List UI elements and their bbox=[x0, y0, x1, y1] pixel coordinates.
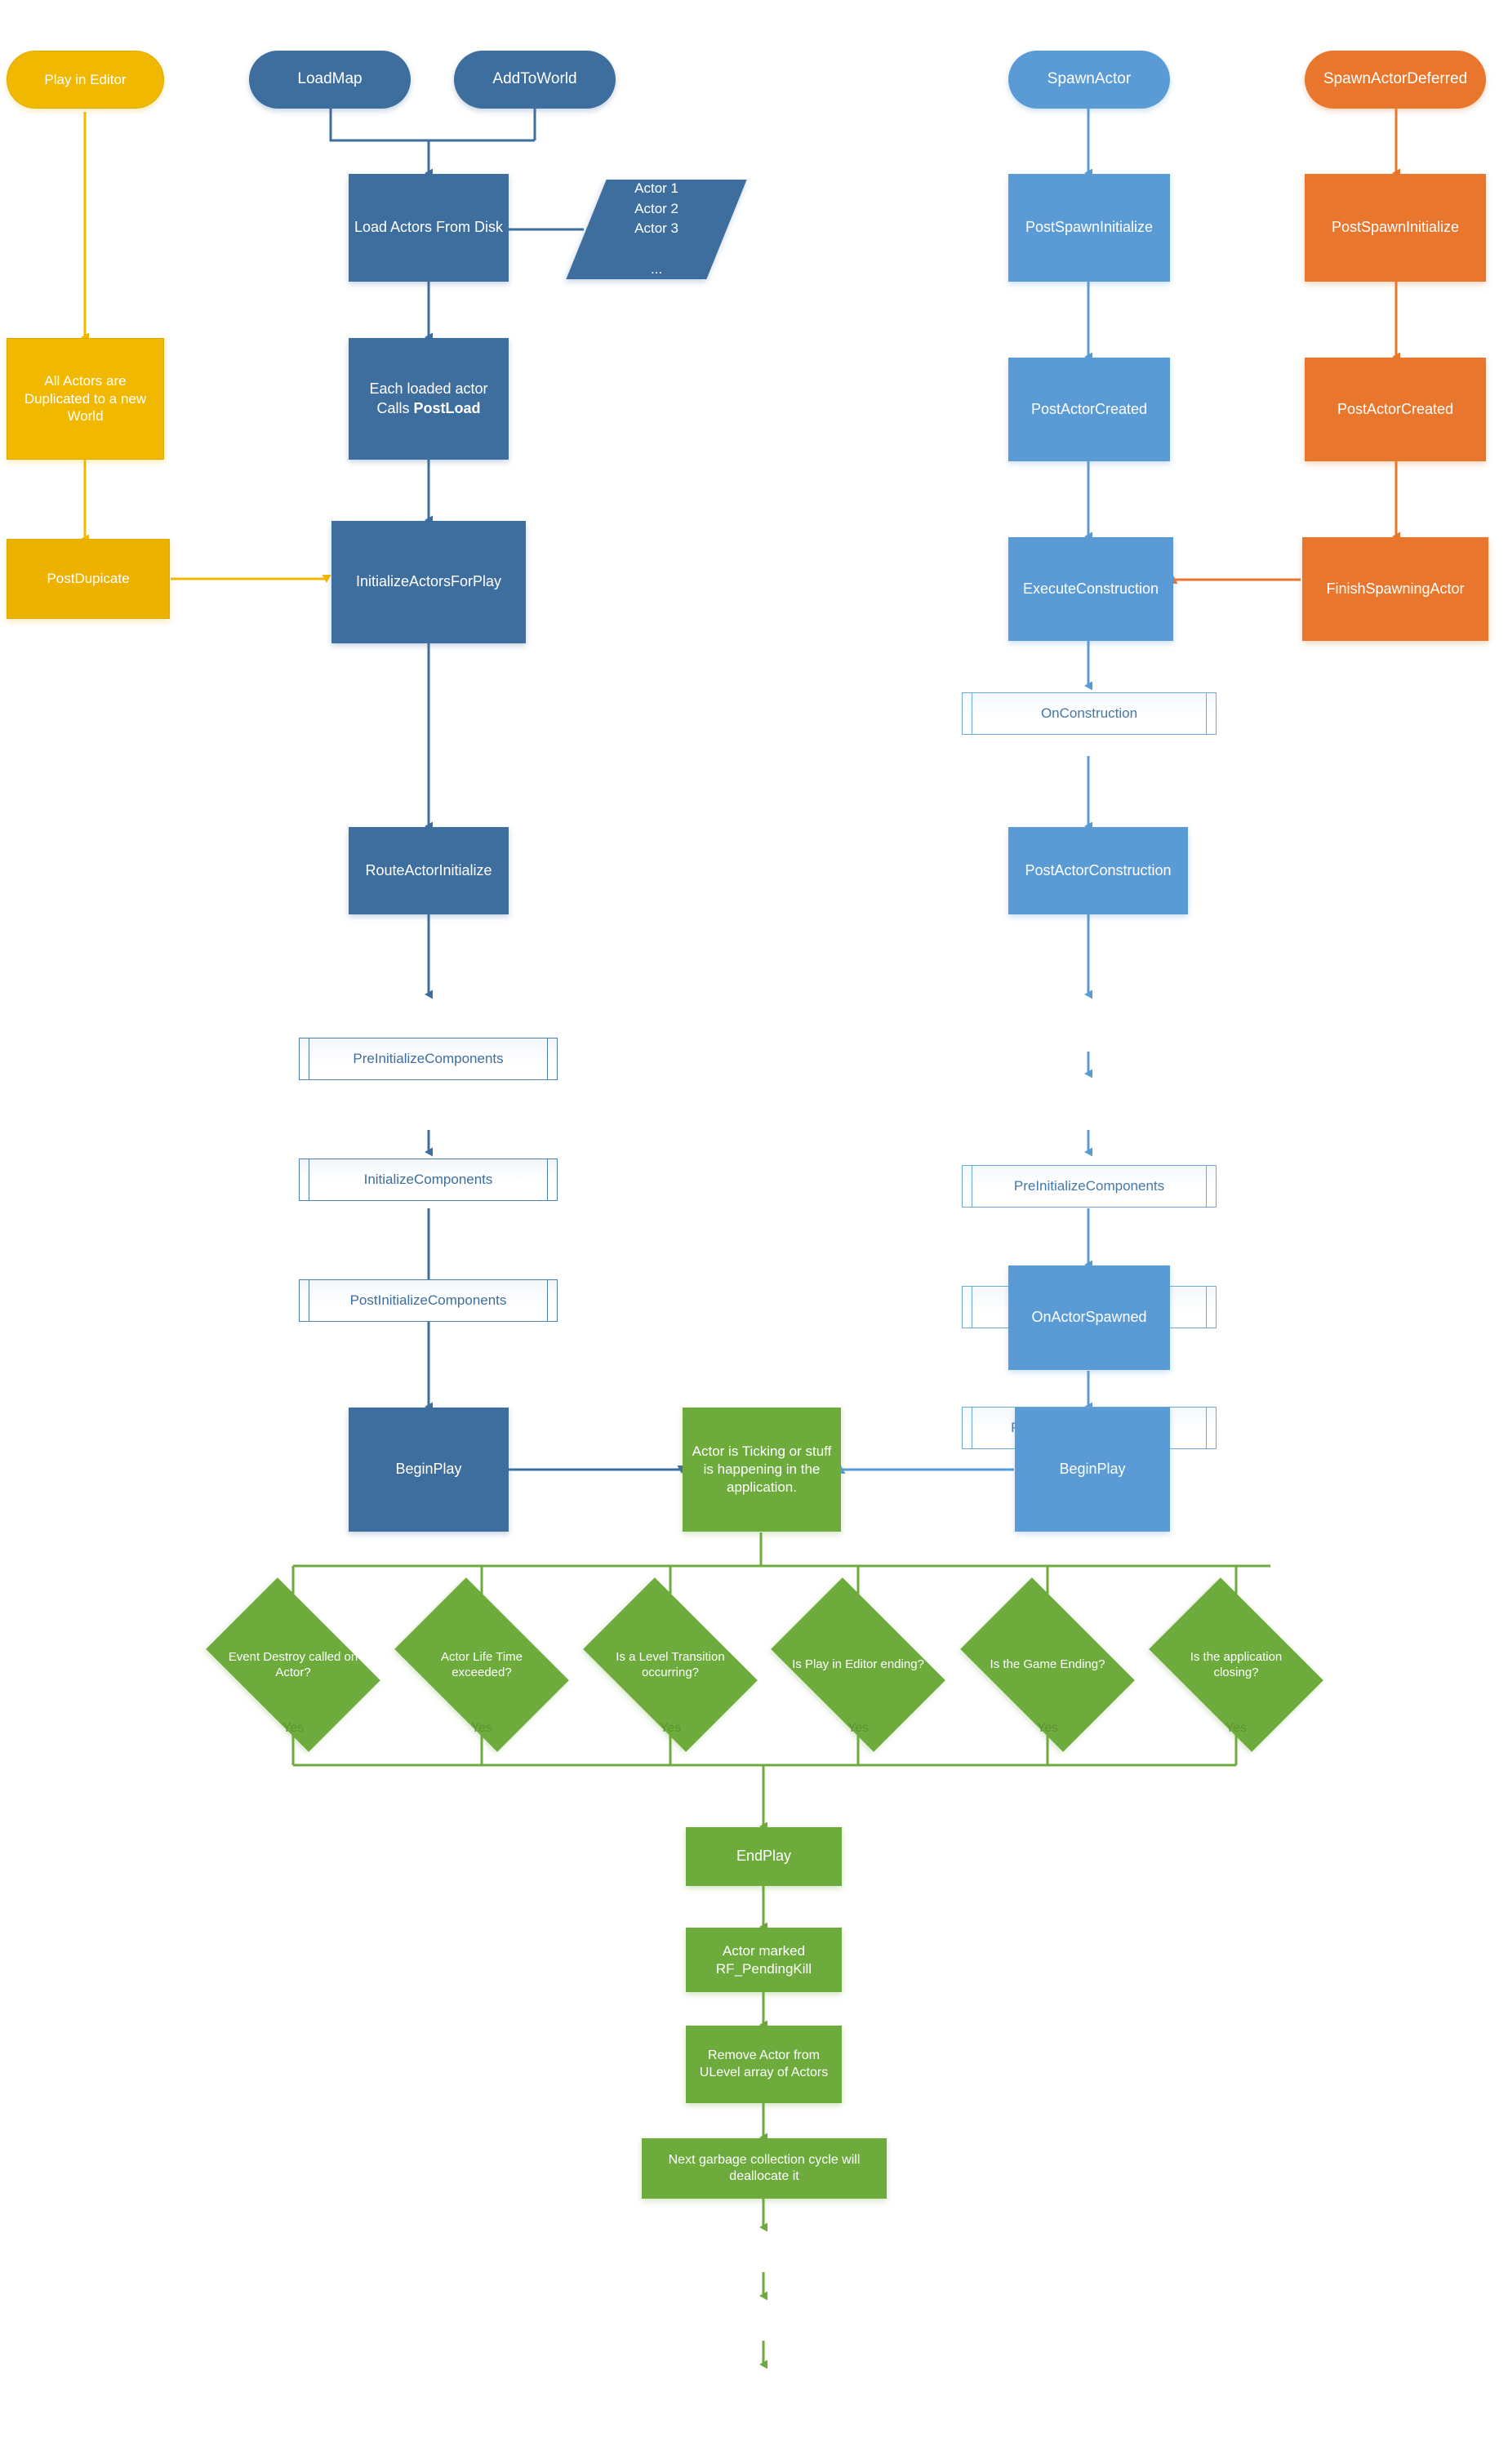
node-label: InitializeComponents bbox=[363, 1172, 493, 1188]
node-label: BeginPlay bbox=[1059, 1461, 1126, 1478]
node-label: PostSpawnInitialize bbox=[1025, 219, 1154, 236]
node-label: SpawnActorDeferred bbox=[1323, 70, 1468, 88]
node-on-construction[interactable]: OnConstruction bbox=[962, 692, 1217, 735]
node-pre-initialize-components-left[interactable]: PreInitializeComponents bbox=[299, 1038, 558, 1080]
node-label: Remove Actor from ULevel array of Actors bbox=[699, 2048, 829, 2079]
node-load-actors-from-disk[interactable]: Load Actors From Disk bbox=[349, 174, 509, 282]
node-label: LoadMap bbox=[297, 70, 363, 88]
branch-label-level-transition: Yes bbox=[659, 1721, 682, 1735]
decision-pie-ending[interactable]: Is Play in Editor ending? bbox=[771, 1577, 945, 1752]
node-label: PreInitializeComponents bbox=[353, 1051, 504, 1067]
node-actor-ticking[interactable]: Actor is Ticking or stuff is happening i… bbox=[683, 1408, 841, 1532]
node-label: Load Actors From Disk bbox=[354, 219, 504, 236]
node-label: PostActorCreated bbox=[1030, 400, 1148, 417]
decision-label: Actor Life Time exceeded? bbox=[440, 1649, 523, 1679]
branch-label-pie-ending: Yes bbox=[847, 1721, 870, 1735]
node-begin-play-right[interactable]: BeginPlay bbox=[1015, 1408, 1170, 1532]
node-spawn-actor[interactable]: SpawnActor bbox=[1008, 51, 1170, 109]
node-label: BeginPlay bbox=[395, 1461, 462, 1478]
node-label-line1: Each loaded actor bbox=[369, 380, 488, 398]
node-label: EndPlay bbox=[736, 1848, 792, 1865]
node-label-composite: Each loaded actor Calls PostLoad bbox=[364, 380, 492, 417]
node-on-actor-spawned[interactable]: OnActorSpawned bbox=[1008, 1265, 1170, 1370]
decision-game-ending[interactable]: Is the Game Ending? bbox=[960, 1577, 1135, 1752]
node-label: PostActorCreated bbox=[1337, 400, 1454, 417]
node-label-postload: PostLoad bbox=[413, 399, 481, 416]
node-end-play[interactable]: EndPlay bbox=[686, 1827, 842, 1886]
branch-label-event-destroy: Yes bbox=[282, 1721, 305, 1735]
node-begin-play-left[interactable]: BeginPlay bbox=[349, 1408, 509, 1532]
node-label: Play in Editor bbox=[44, 71, 127, 87]
node-label: Actor 1 Actor 2 Actor 3 ... bbox=[634, 180, 678, 277]
node-label: RouteActorInitialize bbox=[365, 861, 492, 878]
decision-label: Is the application closing? bbox=[1190, 1649, 1283, 1679]
decision-label: Is the Game Ending? bbox=[990, 1657, 1105, 1672]
node-post-spawn-initialize-spawn[interactable]: PostSpawnInitialize bbox=[1008, 174, 1170, 282]
node-label: AddToWorld bbox=[492, 70, 577, 88]
node-remove-actor-from-ulevel[interactable]: Remove Actor from ULevel array of Actors bbox=[686, 2026, 842, 2103]
node-label: OnActorSpawned bbox=[1031, 1309, 1147, 1326]
node-route-actor-initialize[interactable]: RouteActorInitialize bbox=[349, 827, 509, 914]
decision-application-closing[interactable]: Is the application closing? bbox=[1149, 1577, 1323, 1752]
branch-label-application-closing: Yes bbox=[1225, 1721, 1248, 1735]
node-actor-list: Actor 1 Actor 2 Actor 3 ... bbox=[566, 180, 747, 279]
node-load-map[interactable]: LoadMap bbox=[249, 51, 411, 109]
node-post-actor-construction[interactable]: PostActorConstruction bbox=[1008, 827, 1188, 914]
node-spawn-actor-deferred[interactable]: SpawnActorDeferred bbox=[1305, 51, 1486, 109]
node-label: Actor is Ticking or stuff is happening i… bbox=[692, 1443, 832, 1495]
node-play-in-editor[interactable]: Play in Editor bbox=[7, 51, 164, 109]
decision-event-destroy[interactable]: Event Destroy called on Actor? bbox=[206, 1577, 380, 1752]
node-label: Next garbage collection cycle will deall… bbox=[668, 2152, 861, 2183]
decision-label: Event Destroy called on Actor? bbox=[228, 1649, 358, 1679]
node-post-duplicate[interactable]: PostDupicate bbox=[7, 539, 170, 619]
node-post-actor-created-deferred[interactable]: PostActorCreated bbox=[1305, 358, 1486, 461]
node-label: OnConstruction bbox=[1040, 705, 1138, 722]
node-label: ExecuteConstruction bbox=[1022, 580, 1159, 597]
node-label: PostSpawnInitialize bbox=[1331, 219, 1460, 236]
node-actor-marked-pending-kill[interactable]: Actor marked RF_PendingKill bbox=[686, 1928, 842, 1992]
node-label-line2: Calls bbox=[376, 399, 414, 416]
node-execute-construction[interactable]: ExecuteConstruction bbox=[1008, 537, 1173, 641]
node-next-garbage-collection[interactable]: Next garbage collection cycle will deall… bbox=[642, 2138, 887, 2199]
decision-lifetime-exceeded[interactable]: Actor Life Time exceeded? bbox=[394, 1577, 569, 1752]
node-post-actor-created-spawn[interactable]: PostActorCreated bbox=[1008, 358, 1170, 461]
node-label: PostInitializeComponents bbox=[349, 1292, 507, 1309]
node-post-spawn-initialize-deferred[interactable]: PostSpawnInitialize bbox=[1305, 174, 1486, 282]
node-label: All Actors are Duplicated to a new World bbox=[24, 372, 147, 425]
node-all-actors-duplicated[interactable]: All Actors are Duplicated to a new World bbox=[7, 338, 164, 460]
node-add-to-world[interactable]: AddToWorld bbox=[454, 51, 616, 109]
node-post-initialize-components-left[interactable]: PostInitializeComponents bbox=[299, 1279, 558, 1322]
node-label: PreInitializeComponents bbox=[1013, 1178, 1165, 1194]
node-label: Actor marked RF_PendingKill bbox=[715, 1942, 812, 1977]
node-label: PostDupicate bbox=[47, 571, 130, 587]
node-label: FinishSpawningActor bbox=[1326, 580, 1465, 597]
decision-label: Is Play in Editor ending? bbox=[792, 1657, 924, 1672]
node-finish-spawning-actor[interactable]: FinishSpawningActor bbox=[1302, 537, 1488, 641]
decision-label: Is a Level Transition occurring? bbox=[616, 1649, 725, 1679]
node-initialize-components-left[interactable]: InitializeComponents bbox=[299, 1159, 558, 1201]
node-label: PostActorConstruction bbox=[1025, 861, 1172, 878]
decision-level-transition[interactable]: Is a Level Transition occurring? bbox=[583, 1577, 758, 1752]
node-pre-initialize-components-right[interactable]: PreInitializeComponents bbox=[962, 1165, 1217, 1208]
node-initialize-actors-for-play[interactable]: InitializeActorsForPlay bbox=[331, 521, 526, 643]
node-label: InitializeActorsForPlay bbox=[355, 573, 502, 590]
branch-label-lifetime-exceeded: Yes bbox=[470, 1721, 493, 1735]
node-each-loaded-actor-postload[interactable]: Each loaded actor Calls PostLoad bbox=[349, 338, 509, 460]
node-label: SpawnActor bbox=[1047, 70, 1132, 88]
branch-label-game-ending: Yes bbox=[1036, 1721, 1059, 1735]
